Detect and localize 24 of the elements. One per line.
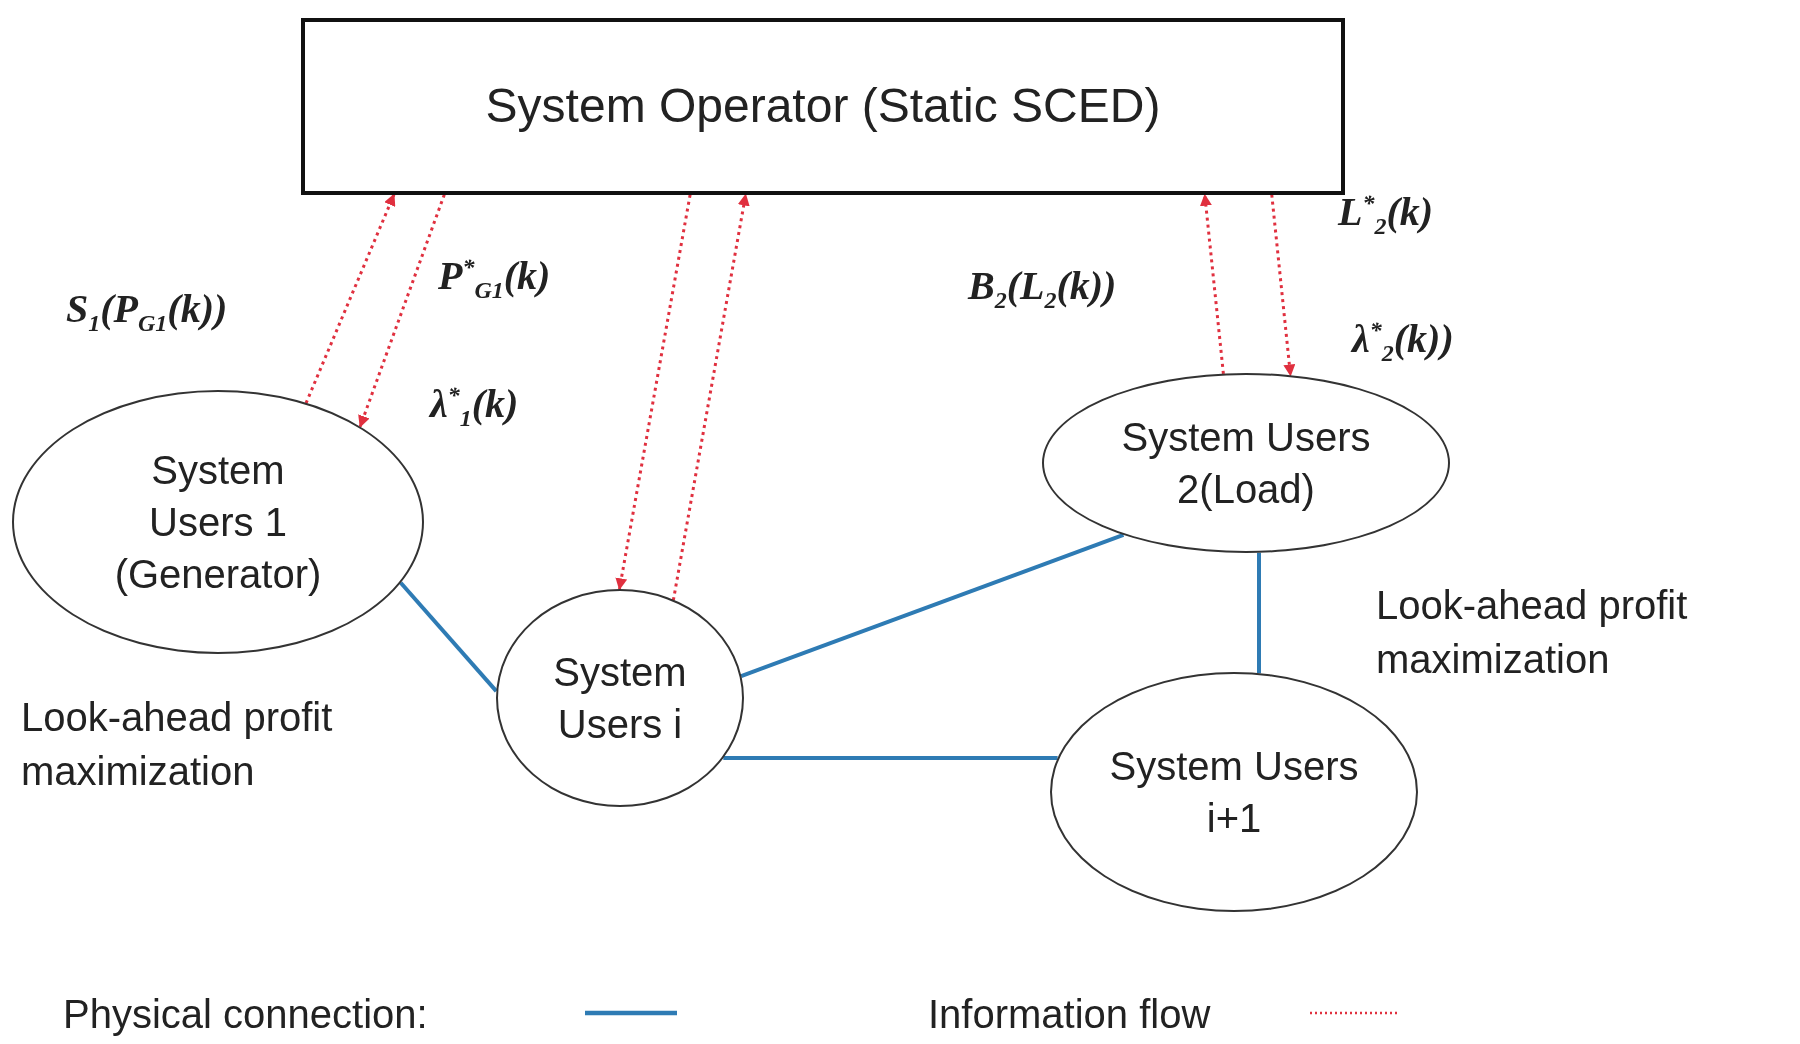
connection-line [399, 581, 498, 693]
math-label: λ$^{*}$$_{1}$(k) [430, 380, 519, 432]
information-flow-arrow [671, 193, 750, 601]
information-flow-arrow [1199, 193, 1225, 374]
math-label: S$_{1}$(P$_{G1}$(k)) [66, 285, 228, 337]
annotation-text: Look-ahead profit maximization [1376, 582, 1689, 683]
node-label: System Users 1 (Generator) [113, 447, 323, 598]
math-label: B$_{2}$(L$_{2}$(k)) [968, 262, 1117, 314]
math-label: L$^{*}$$_{2}$(k) [1338, 188, 1434, 240]
node-label: System Users i+1 [1108, 743, 1360, 842]
math-label: P$^{*}$$_{G1}$(k) [438, 252, 551, 304]
legend-label: Information flow [928, 992, 1211, 1037]
math-label: λ$^{*}$$_{2}$(k)) [1352, 315, 1454, 367]
node-label: System Users 2(Load) [1120, 414, 1372, 513]
connection-line [740, 533, 1125, 678]
information-flow-arrow [358, 194, 446, 428]
annotation-text: Look-ahead profit maximization [21, 694, 334, 795]
legend-label: Physical connection: [63, 992, 428, 1037]
node-label: System Users i [552, 649, 688, 748]
node-label: System Operator (Static SCED) [485, 78, 1161, 135]
connection-line [1257, 552, 1261, 674]
operator-box [301, 18, 1345, 195]
information-flow-arrow [304, 193, 396, 404]
information-flow-arrow [615, 194, 692, 591]
